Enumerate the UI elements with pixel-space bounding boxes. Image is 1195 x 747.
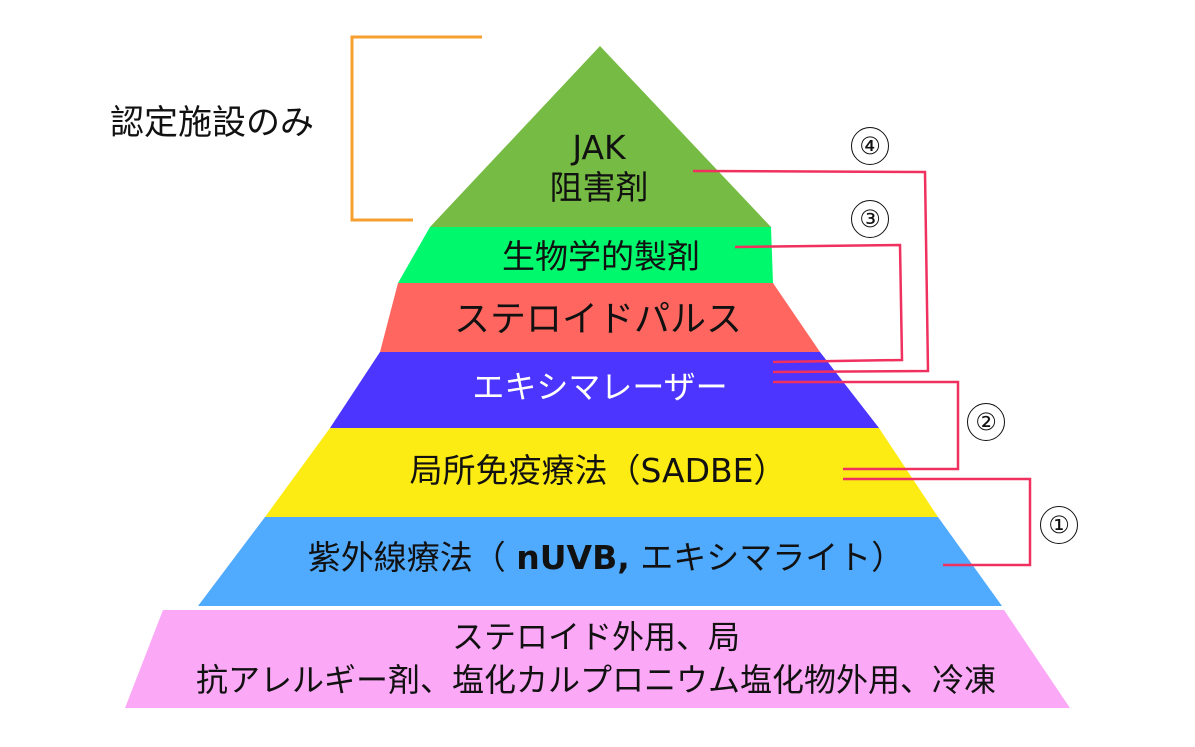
layer-sadbe-shape (265, 428, 938, 517)
layer-pulse-label: ステロイドパルス (453, 299, 743, 340)
connector-3 (734, 243, 904, 364)
step-marker-2: ② (967, 403, 1005, 441)
connector-2 (773, 380, 960, 471)
layer-base-shape (125, 610, 1070, 708)
layer-sadbe-label: 局所免疫療法（SADBE） (409, 451, 787, 490)
layer-bio-shape (398, 227, 773, 283)
layer-excimer-laser-shape (330, 352, 879, 428)
layer-uv-label: 紫外線療法（ nUVB, エキシマライト） (308, 538, 905, 578)
certified-facility-only-label: 認定施設のみ (110, 103, 314, 143)
step-marker-3: ③ (851, 200, 889, 238)
base-line-2: 抗アレルギー剤、塩化カルプロニウム塩化物外用、冷凍 (195, 661, 997, 700)
certified-facility-bracket (350, 35, 482, 222)
layer-base-label: ステロイド外用、局 抗アレルギー剤、塩化カルプロニウム塩化物外用、冷凍 (196, 616, 996, 702)
connector-1 (843, 477, 1032, 567)
uv-bold: nUVB, (516, 538, 630, 577)
step-marker-4: ④ (851, 127, 889, 165)
uv-prefix: 紫外線療法（ (307, 538, 517, 577)
layer-pulse-shape (380, 283, 820, 352)
layer-uv-shape (198, 517, 1002, 606)
layer-jak-label: JAK 阻害剤 (550, 128, 649, 207)
layer-bio-label: 生物学的製剤 (502, 237, 700, 276)
layer-excimer-laser-label: エキシマレーザー (472, 368, 728, 406)
jak-line-1: JAK (572, 128, 626, 167)
uv-suffix: エキシマライト） (629, 538, 905, 577)
base-line-1: ステロイド外用、局 (451, 618, 741, 656)
layer-jak-shape (430, 46, 771, 227)
connector-4 (692, 169, 930, 374)
step-marker-1: ① (1040, 506, 1078, 544)
jak-line-2: 阻害剤 (549, 167, 649, 207)
